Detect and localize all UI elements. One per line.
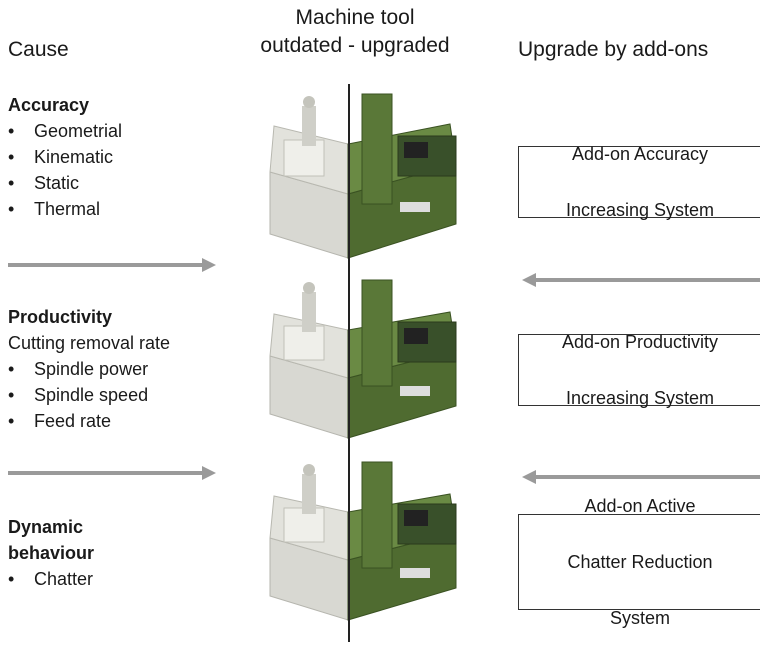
upgrade-header: Upgrade by add-ons	[518, 38, 709, 61]
list-item: •Static	[8, 170, 122, 196]
cause-productivity: Productivity Cutting removal rate •Spind…	[8, 304, 170, 434]
machine-tool-image-3	[269, 461, 457, 621]
bullet-icon: •	[8, 173, 15, 193]
list-item: •Feed rate	[8, 408, 170, 434]
machine-upgraded-half	[347, 461, 457, 621]
addon-line: System	[609, 608, 670, 628]
outdated-upgraded-divider	[348, 84, 350, 642]
addon-line: Increasing System	[565, 388, 715, 408]
cause-header: Cause	[8, 38, 69, 61]
addon-line: Add-on Productivity	[561, 332, 719, 352]
list-item: •Spindle speed	[8, 382, 170, 408]
machine-outdated-half	[269, 282, 349, 439]
addon-line: Add-on Accuracy	[571, 144, 709, 164]
bullet-icon: •	[8, 359, 15, 379]
bullet-icon: •	[8, 569, 15, 589]
list-item: •Thermal	[8, 196, 122, 222]
cause-accuracy: Accuracy •Geometrial •Kinematic •Static …	[8, 92, 122, 222]
machine-tool-header-line1: Machine tool	[295, 6, 415, 29]
bullet-icon: •	[8, 385, 15, 405]
bullet-icon: •	[8, 411, 15, 431]
addon-productivity-box: Add-on Productivity Increasing System	[518, 332, 760, 408]
machine-tool-image-1	[269, 93, 457, 259]
bullet-icon: •	[8, 147, 15, 167]
list-item: •Geometrial	[8, 118, 122, 144]
arrow-left-1	[522, 273, 760, 287]
arrow-right-2	[8, 466, 216, 480]
bullet-icon: •	[8, 199, 15, 219]
addon-line: Chatter Reduction	[567, 552, 713, 572]
addon-chatter-box: Add-on Active Chatter Reduction System	[518, 496, 760, 628]
machine-tool-image-2	[269, 279, 457, 439]
cause-title-line2: behaviour	[8, 543, 95, 563]
addon-line: Increasing System	[565, 200, 715, 220]
list-item: •Chatter	[8, 566, 94, 592]
bullet-icon: •	[8, 121, 15, 141]
machine-tool-header-line2: outdated - upgraded	[260, 34, 450, 57]
cause-title: Productivity	[8, 307, 113, 327]
arrow-left-2	[522, 470, 760, 484]
machine-outdated-half	[269, 96, 349, 259]
cause-subtitle: Cutting removal rate	[8, 333, 171, 353]
cause-title-line1: Dynamic	[8, 517, 84, 537]
machine-tool-header: Machine tool outdated - upgraded	[240, 4, 470, 60]
addon-accuracy-box: Add-on Accuracy Increasing System	[518, 144, 760, 220]
cause-title: Accuracy	[8, 95, 90, 115]
list-item: •Spindle power	[8, 356, 170, 382]
machine-upgraded-half	[347, 93, 457, 259]
cause-dynamic-behaviour: Dynamic behaviour •Chatter	[8, 514, 94, 592]
arrow-right-1	[8, 258, 216, 272]
list-item: •Kinematic	[8, 144, 122, 170]
machine-outdated-half	[269, 464, 349, 621]
machine-upgraded-half	[347, 279, 457, 439]
addon-line: Add-on Active	[584, 496, 696, 516]
